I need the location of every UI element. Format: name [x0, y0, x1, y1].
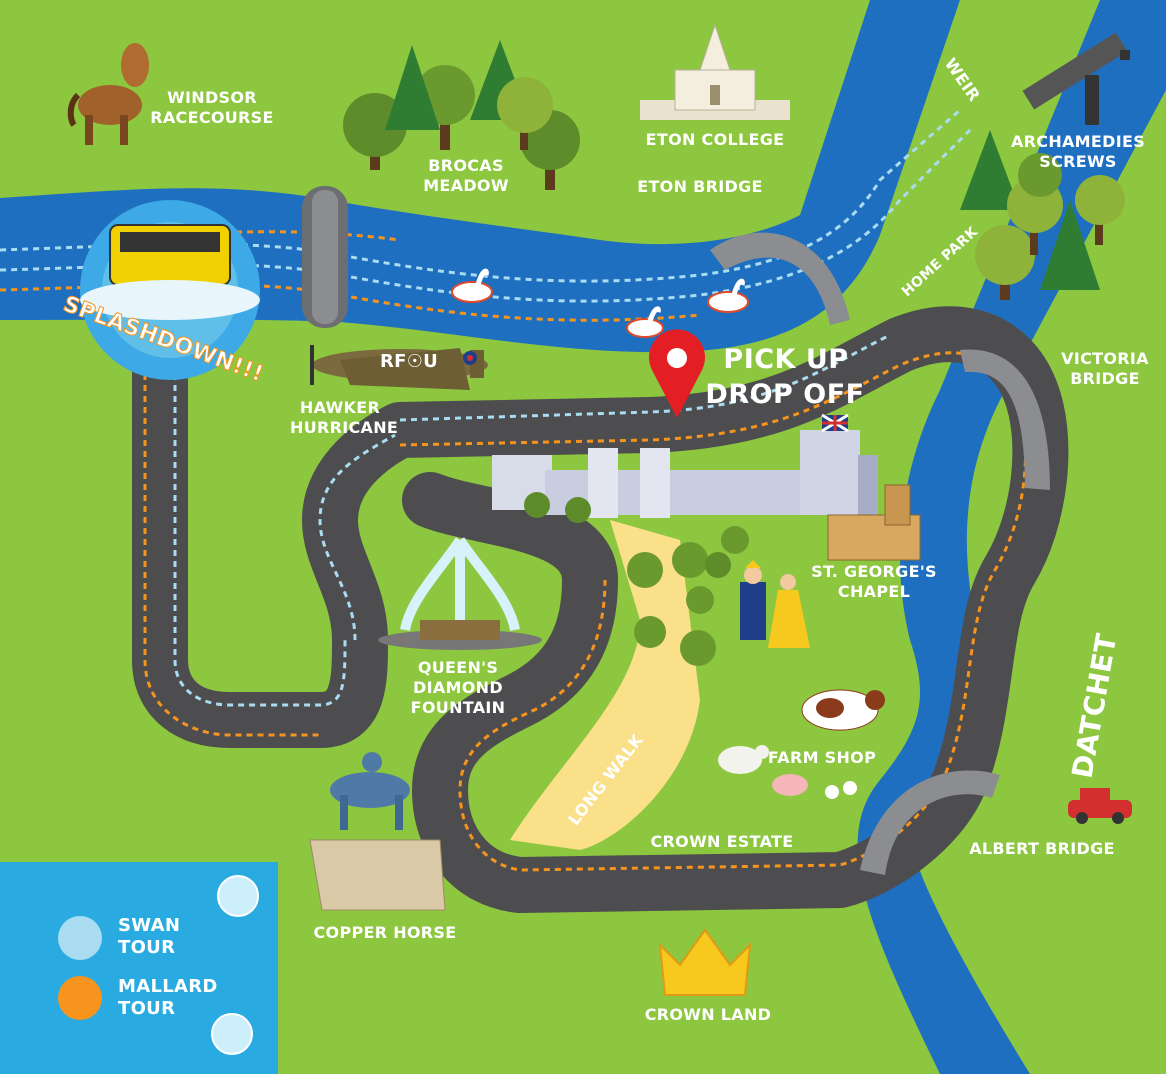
legend-mallard-tour-label: MALLARD TOUR	[118, 976, 218, 1019]
statue-icon	[309, 752, 446, 911]
location-pin-icon	[649, 329, 706, 418]
pig-icon	[772, 774, 808, 796]
label-albert-bridge: ALBERT BRIDGE	[969, 839, 1115, 858]
label-copper-horse: COPPER HORSE	[313, 923, 457, 942]
swan-tour-swatch	[58, 916, 102, 960]
king-queen-icon	[740, 560, 810, 648]
long-walk-path	[510, 520, 700, 850]
label-archamedies-screws: ARCHAMEDIES SCREWS	[1010, 132, 1146, 171]
flag-icon	[821, 413, 849, 433]
plane-icon	[310, 345, 488, 390]
label-st-georges-chapel: ST. GEORGE'S CHAPEL	[811, 562, 937, 601]
label-brocas-meadow: BROCAS MEADOW	[423, 156, 509, 195]
chicken-icon	[825, 781, 857, 799]
fountain-icon	[378, 537, 542, 650]
label-windsor-racecourse: WINDSOR RACECOURSE	[150, 88, 274, 127]
mallard-tour-swatch	[58, 976, 102, 1020]
tree-icon	[524, 492, 749, 666]
chapel-icon	[640, 23, 790, 120]
car-icon	[1068, 788, 1132, 824]
label-drop-off: DROP OFF	[705, 379, 865, 410]
label-pick-up: PICK UP	[723, 344, 849, 375]
label-farm-shop: FARM SHOP	[767, 748, 877, 767]
bubble-icon	[217, 875, 259, 917]
screw-icon	[1022, 32, 1130, 125]
road-network	[132, 302, 1069, 913]
bridges	[302, 186, 1050, 875]
crown-icon	[658, 928, 752, 996]
label-crown-estate: CROWN ESTATE	[650, 832, 794, 851]
swan-boat-icon	[451, 268, 749, 338]
amphibious-bus-icon	[80, 200, 260, 380]
tree-icon	[343, 40, 580, 190]
label-eton-college: ETON COLLEGE	[645, 130, 785, 149]
castle-icon	[492, 430, 878, 518]
cow-icon	[801, 689, 885, 731]
label-eton-bridge: ETON BRIDGE	[637, 177, 763, 196]
sheep-icon	[718, 745, 769, 774]
legend-swan-tour-label: SWAN TOUR	[118, 915, 181, 958]
horse-icon	[67, 43, 149, 145]
bubble-icon	[211, 1013, 253, 1055]
tree-icon	[960, 130, 1125, 300]
label-queens-diamond-fountain: QUEEN'S DIAMOND FOUNTAIN	[410, 658, 506, 717]
label-hawker-hurricane: HAWKER HURRICANE	[290, 398, 399, 437]
chapel-icon	[827, 484, 921, 561]
label-victoria-bridge: VICTORIA BRIDGE	[1061, 349, 1149, 388]
plane-code: RF☉U	[379, 351, 439, 372]
label-crown-land: CROWN LAND	[644, 1005, 772, 1024]
